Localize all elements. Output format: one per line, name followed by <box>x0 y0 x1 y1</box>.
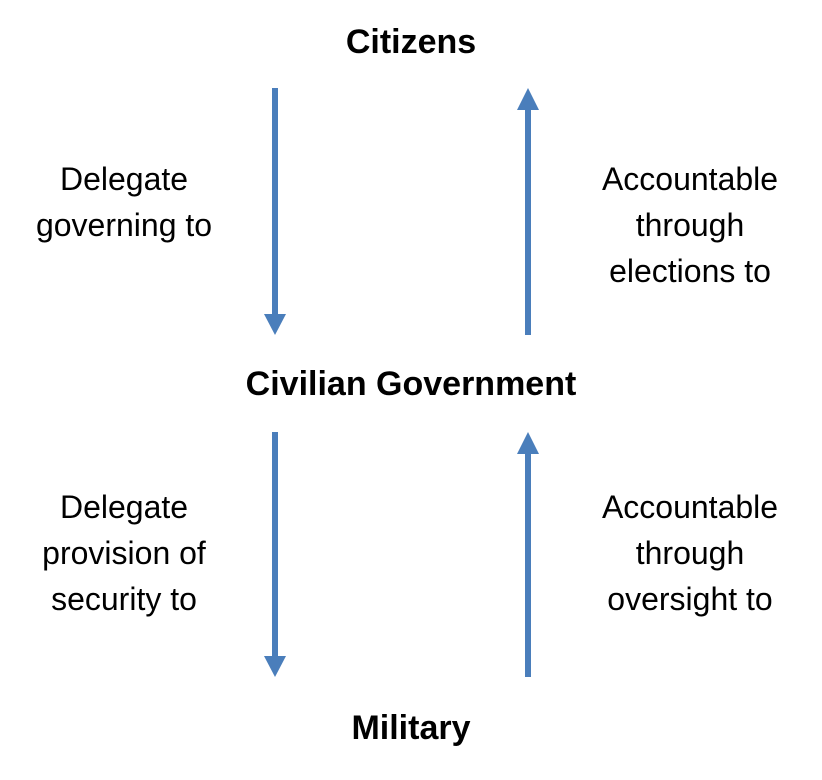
label-line: provision of <box>42 535 206 571</box>
label-accountable-elections: Accountable through elections to <box>578 156 802 294</box>
arrow-accountable-elections <box>517 88 539 335</box>
label-line: Delegate <box>59 489 189 525</box>
label-delegate-governing: Delegate governing to <box>10 156 238 248</box>
label-line: Delegate <box>59 161 189 197</box>
label-line: governing to <box>35 207 213 243</box>
node-civilian-government: Civilian Government <box>245 365 577 403</box>
node-citizens: Citizens <box>345 23 477 61</box>
arrow-delegate-security <box>264 432 286 677</box>
label-delegate-security: Delegate provision of security to <box>10 484 238 622</box>
label-line: through <box>635 535 745 571</box>
label-line: elections to <box>609 253 771 289</box>
label-accountable-oversight: Accountable through oversight to <box>578 484 802 622</box>
label-line: Accountable <box>601 161 779 197</box>
node-military: Military <box>351 709 471 747</box>
label-line: Accountable <box>601 489 779 525</box>
label-line: security to <box>51 581 197 617</box>
arrow-delegate-governing <box>264 88 286 335</box>
label-line: oversight to <box>607 581 773 617</box>
arrow-accountable-oversight <box>517 432 539 677</box>
label-line: through <box>635 207 745 243</box>
